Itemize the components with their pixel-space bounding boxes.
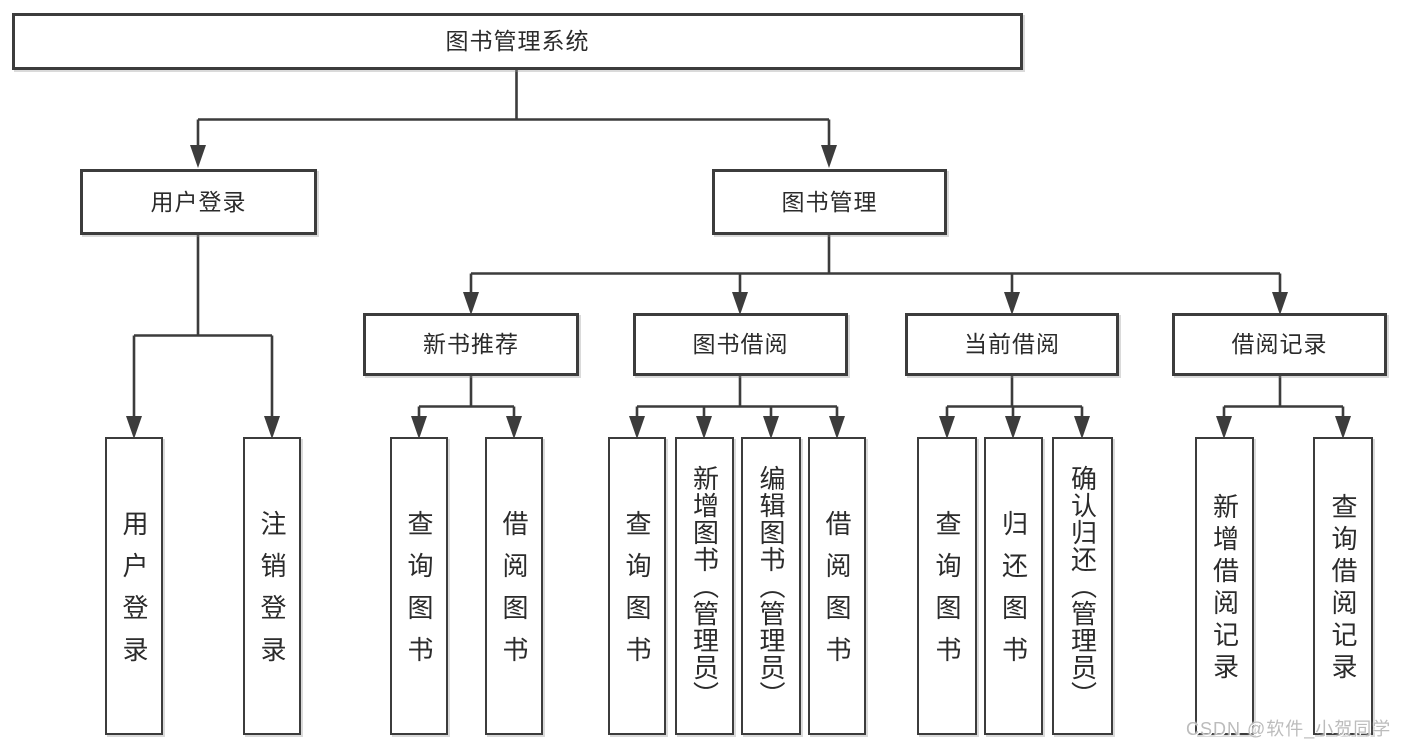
node-user-login: 用户登录 [80, 169, 317, 235]
arrowhead [829, 416, 845, 439]
leaf-query-books-recommend: 查询图书 [390, 437, 448, 735]
arrowhead [411, 416, 427, 439]
leaf-add-borrow-record: 新增借阅记录 [1195, 437, 1254, 735]
arrowhead [1335, 416, 1351, 439]
arrowhead [1272, 292, 1288, 315]
connector-userlogin-to-leaves [132, 235, 274, 420]
connector-strokes [132, 70, 1345, 420]
arrowhead [506, 416, 522, 439]
arrowhead [1216, 416, 1232, 439]
leaf-borrow-books: 借阅图书 [808, 437, 866, 735]
connector-bookmgmt-to-level3 [469, 235, 1282, 295]
leaf-edit-books-admin: 编辑图书（管理员） [741, 437, 801, 735]
leaf-add-books-admin: 新增图书（管理员） [675, 437, 734, 735]
arrowhead [190, 145, 206, 168]
node-new-book-recommend: 新书推荐 [363, 313, 579, 376]
node-current-borrow: 当前借阅 [905, 313, 1119, 376]
arrowhead [696, 416, 712, 439]
node-book-borrow: 图书借阅 [633, 313, 848, 376]
arrowhead [264, 416, 280, 439]
leaf-confirm-return-admin: 确认归还（管理员） [1052, 437, 1113, 735]
arrowhead [732, 292, 748, 315]
arrowhead [629, 416, 645, 439]
arrowhead [763, 416, 779, 439]
arrowhead [1005, 416, 1021, 439]
leaf-borrow-books-recommend: 借阅图书 [485, 437, 543, 735]
node-borrow-records: 借阅记录 [1172, 313, 1387, 376]
leaf-query-books-borrow: 查询图书 [608, 437, 666, 735]
arrowhead [126, 416, 142, 439]
leaf-query-borrow-record: 查询借阅记录 [1313, 437, 1373, 735]
leaf-query-books-current: 查询图书 [917, 437, 977, 735]
connector-records-to-leaves [1222, 376, 1345, 419]
leaf-return-books: 归还图书 [984, 437, 1043, 735]
arrowheads [126, 145, 1351, 439]
leaf-user-login: 用户登录 [105, 437, 163, 735]
arrowhead [463, 292, 479, 315]
arrowhead [821, 145, 837, 168]
arrowhead [939, 416, 955, 439]
node-book-management: 图书管理 [712, 169, 947, 235]
node-root-system: 图书管理系统 [12, 13, 1023, 70]
connector-bookborrow-to-leaves [635, 376, 839, 419]
leaf-logout-login: 注销登录 [243, 437, 301, 735]
arrowhead [1004, 292, 1020, 315]
connector-newbook-to-leaves [417, 376, 516, 419]
connector-root-to-level2 [196, 70, 831, 148]
arrowhead [1074, 416, 1090, 439]
csdn-watermark: CSDN @软件_小贺同学 [1186, 719, 1392, 739]
connector-currentborrow-to-leaves [945, 376, 1084, 419]
